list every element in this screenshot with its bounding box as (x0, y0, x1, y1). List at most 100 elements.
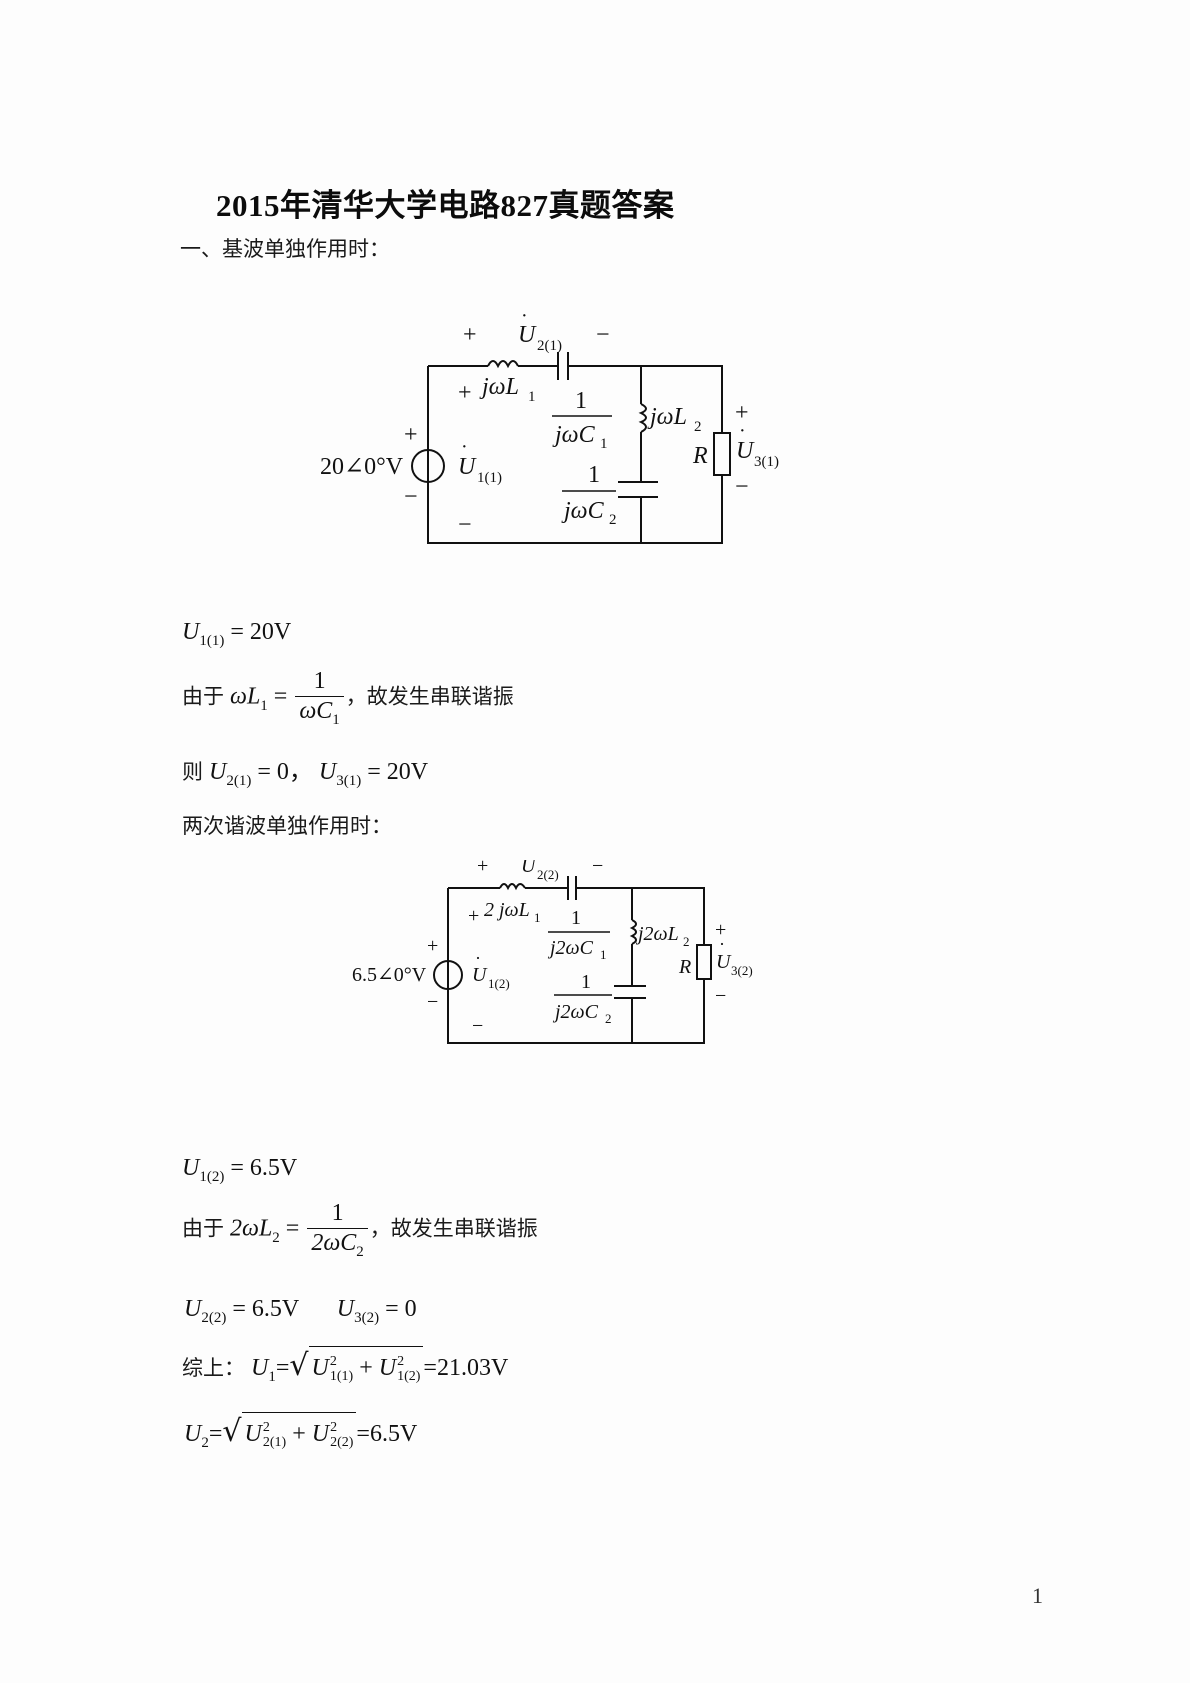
resistor-label: R (678, 956, 691, 978)
source-plus-sign: + (404, 422, 418, 448)
term1: U (311, 1355, 329, 1381)
subscript: 1(2) (199, 1169, 225, 1185)
radical-icon: √ (289, 1348, 309, 1383)
c2-subscript: 2 (605, 1011, 612, 1026)
u2-subscript: 2(2) (537, 867, 559, 882)
section1-heading: 一、基波单独作用时： (180, 237, 390, 261)
u3-plus-sign: + (715, 919, 726, 941)
resistor-label: R (692, 443, 708, 469)
u3-subscript: 3(2) (731, 963, 753, 978)
c2-denominator: jωC (561, 498, 605, 524)
equals: = (279, 1215, 300, 1242)
term1-sup: 2 (262, 1420, 270, 1436)
u2-label: U (521, 860, 537, 877)
rhs2: = 0 (385, 1296, 417, 1322)
c2-subscript: 2 (609, 512, 617, 528)
suffix: ，故发生串联谐振 (345, 684, 514, 709)
term2-sub: 2(2) (330, 1435, 354, 1451)
equation-resonance-1: 由于 ωL1 = 1 ωC1 ，故发生串联谐振 (182, 668, 514, 728)
u3-label: U (736, 438, 755, 464)
u3-label: U (716, 951, 732, 973)
result: =21.03V (423, 1355, 509, 1381)
c2-numerator: 1 (581, 971, 591, 993)
term1-sup: 2 (329, 1354, 337, 1370)
u1-dot: · (461, 436, 468, 458)
var: U (182, 1155, 200, 1181)
result: =6.5V (356, 1421, 418, 1447)
var1: U (209, 759, 227, 785)
var1: U (184, 1296, 202, 1322)
l1-plus-sign: + (468, 905, 479, 927)
fraction: 1 ωC1 (295, 668, 344, 728)
numerator: 1 (307, 1200, 368, 1229)
denominator-subscript: 1 (332, 712, 340, 728)
resistor-icon (713, 432, 731, 476)
u2-dot: · (521, 305, 528, 327)
source-value: 20∠0°V (320, 454, 404, 480)
circuit2-outer-wire (447, 887, 705, 1044)
equation-result-1: 则 U2(1) = 0， U3(1) = 20V (182, 757, 428, 790)
value: = 6.5V (230, 1155, 298, 1181)
equation-u1-second-harmonic: U1(2) = 6.5V (182, 1153, 297, 1186)
var: U (182, 619, 200, 645)
value: = 20V (230, 619, 292, 645)
capacitor-c1-icon (567, 876, 577, 900)
u1-minus-sign: − (458, 512, 472, 538)
equation-result-2: U2(2) = 6.5V U3(2) = 0 (184, 1294, 417, 1327)
u2-subscript: 2(1) (537, 338, 562, 354)
source-minus-sign: − (427, 991, 438, 1013)
u2-minus-sign: − (592, 860, 603, 877)
subscript: 1(1) (199, 633, 225, 649)
rhs2: = 20V (367, 759, 429, 785)
rhs1: = 0， (257, 759, 313, 785)
denominator-subscript: 2 (356, 1244, 364, 1260)
c1-numerator: 1 (571, 907, 581, 929)
radical-icon: √ (222, 1414, 242, 1449)
u3-minus-sign: − (715, 985, 726, 1007)
u1-subscript: 1(1) (477, 470, 502, 486)
capacitor-c1-icon (557, 352, 569, 380)
u2-label: U (518, 322, 537, 348)
equals: = (267, 683, 288, 710)
term2: U (311, 1421, 330, 1447)
l1-label: 2 jωL (484, 899, 530, 921)
source-value: 6.5∠0°V (352, 964, 427, 986)
inductor-l1-icon (487, 360, 519, 369)
prefix: 由于 (182, 1216, 224, 1241)
lhs-subscript: 2 (272, 1229, 280, 1246)
sub1: 2(1) (226, 773, 252, 789)
var2: U (318, 759, 337, 785)
u1-minus-sign: − (472, 1015, 483, 1037)
term1-sub: 1(1) (329, 1369, 354, 1385)
u2-plus-sign: + (477, 860, 488, 877)
u3-dot: · (719, 934, 725, 954)
var2: U (336, 1296, 355, 1322)
c2-numerator: 1 (588, 462, 600, 488)
term2-sub: 1(2) (397, 1369, 421, 1385)
inductor-l1-icon (499, 883, 526, 891)
l2-label: jωL (647, 404, 687, 430)
source-plus-sign: + (427, 935, 438, 957)
equation-resonance-2: 由于 2ωL2 = 1 2ωC2 ，故发生串联谐振 (182, 1200, 538, 1260)
sub1: 2(2) (201, 1310, 227, 1326)
circuit-diagram-fundamental: + − · U 2(1) + jωL 1 1 jωC 1 jωL 2 1 jωC… (320, 305, 779, 544)
term2: U (378, 1355, 397, 1381)
prefix: 则 (182, 760, 203, 784)
c1-numerator: 1 (575, 388, 587, 414)
page-title: 2015年清华大学电路827真题答案 (216, 188, 675, 223)
section2-heading: 两次谐波单独作用时： (182, 814, 392, 838)
l2-subscript: 2 (694, 419, 702, 435)
u1-subscript: 1(2) (488, 976, 510, 991)
l1-subscript: 1 (534, 910, 541, 925)
equals: = (275, 1355, 290, 1381)
term1: U (244, 1421, 262, 1447)
u1-label: U (458, 454, 477, 480)
prefix: 由于 (182, 684, 224, 709)
l2-subscript: 2 (683, 934, 690, 949)
capacitor-c2-icon (618, 481, 658, 498)
inductor-l2-icon (638, 403, 647, 433)
